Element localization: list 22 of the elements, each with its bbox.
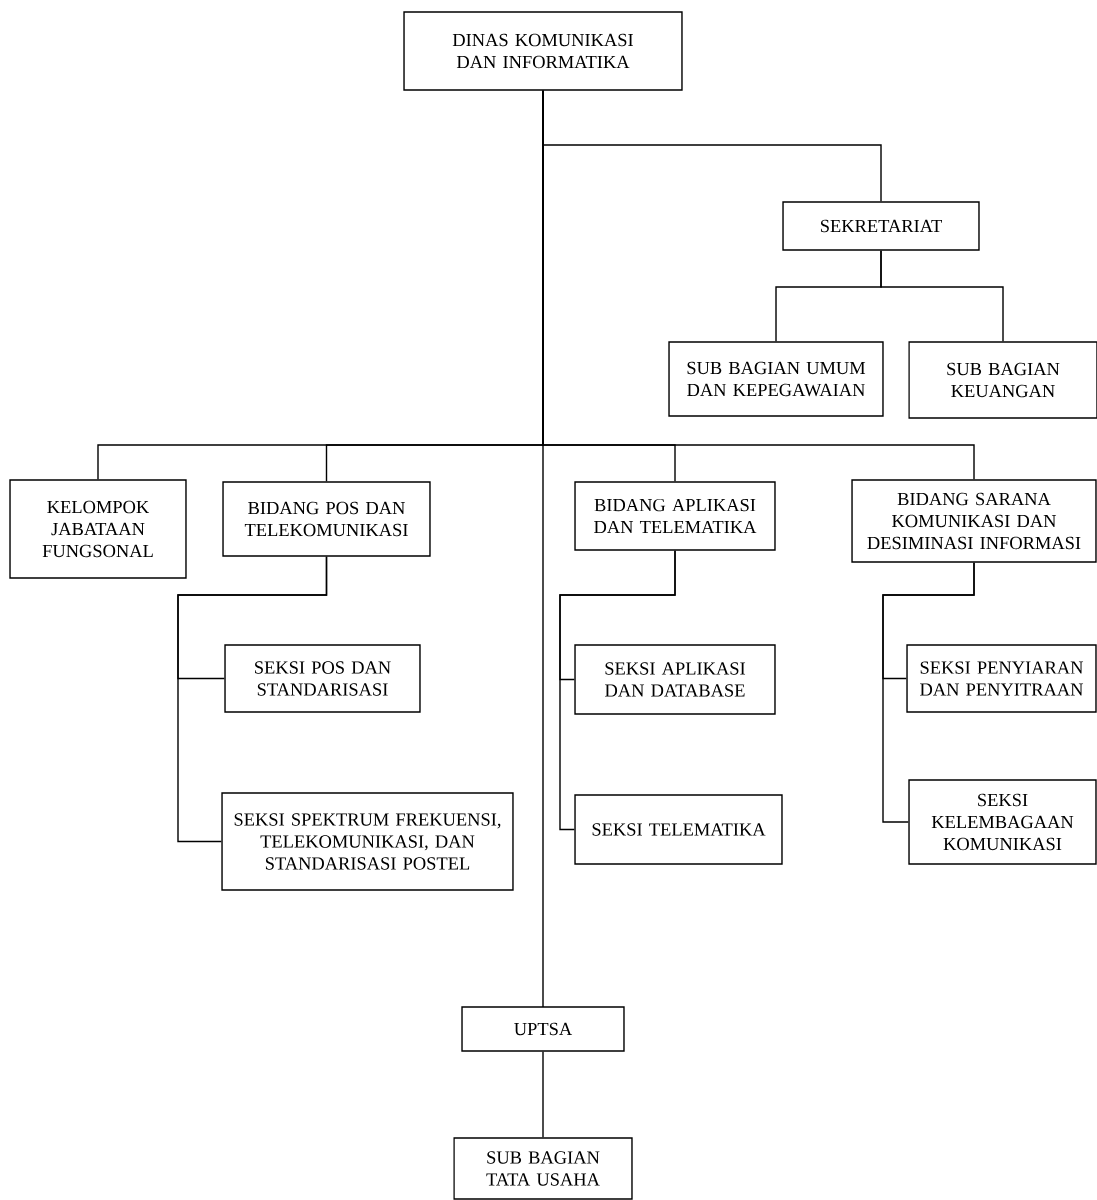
org-box: SEKSI APLIKASI DAN DATABASE [574, 644, 776, 715]
connector-line [880, 250, 1004, 342]
org-box: SEKSI PENYIARAN DAN PENYITRAAN [906, 644, 1097, 713]
org-box: KELOMPOK JABATAAN FUNGSONAL [9, 479, 187, 579]
connector-line [542, 1051, 544, 1138]
org-box: DINAS KOMUNIKASI DAN INFORMATIKA [403, 11, 683, 91]
org-box: BIDANG SARANA KOMUNIKASI DAN DESIMINASI INFORMASI [851, 479, 1097, 563]
org-box: BIDANG APLIKASI DAN TELEMATIKA [574, 481, 776, 551]
org-box: UPTSA [461, 1006, 625, 1052]
connector-line [177, 556, 328, 843]
org-box: SUB BAGIAN KEUANGAN [908, 341, 1097, 419]
org-box: BIDANG POS DAN TELEKOMUNIKASI [222, 481, 431, 557]
org-box: SEKSI SPEKTRUM FREKUENSI, TELEKOMUNIKASI, DAN STANDARISASI POSTEL [221, 792, 514, 891]
connector-line [559, 550, 676, 831]
connector-line [882, 562, 975, 823]
org-box: SEKRETARIAT [782, 201, 980, 251]
org-box: SEKSI POS DAN STANDARISASI [224, 644, 421, 713]
org-box: SEKSI TELEMATIKA [574, 794, 783, 865]
org-box: SUB BAGIAN UMUM DAN KEPEGAWAIAN [668, 341, 884, 417]
connector-line [542, 90, 544, 1008]
org-box: SEKSI KELEMBAGAAN KOMUNIKASI [908, 779, 1097, 865]
org-box: SUB BAGIAN TATA USAHA [453, 1137, 633, 1200]
